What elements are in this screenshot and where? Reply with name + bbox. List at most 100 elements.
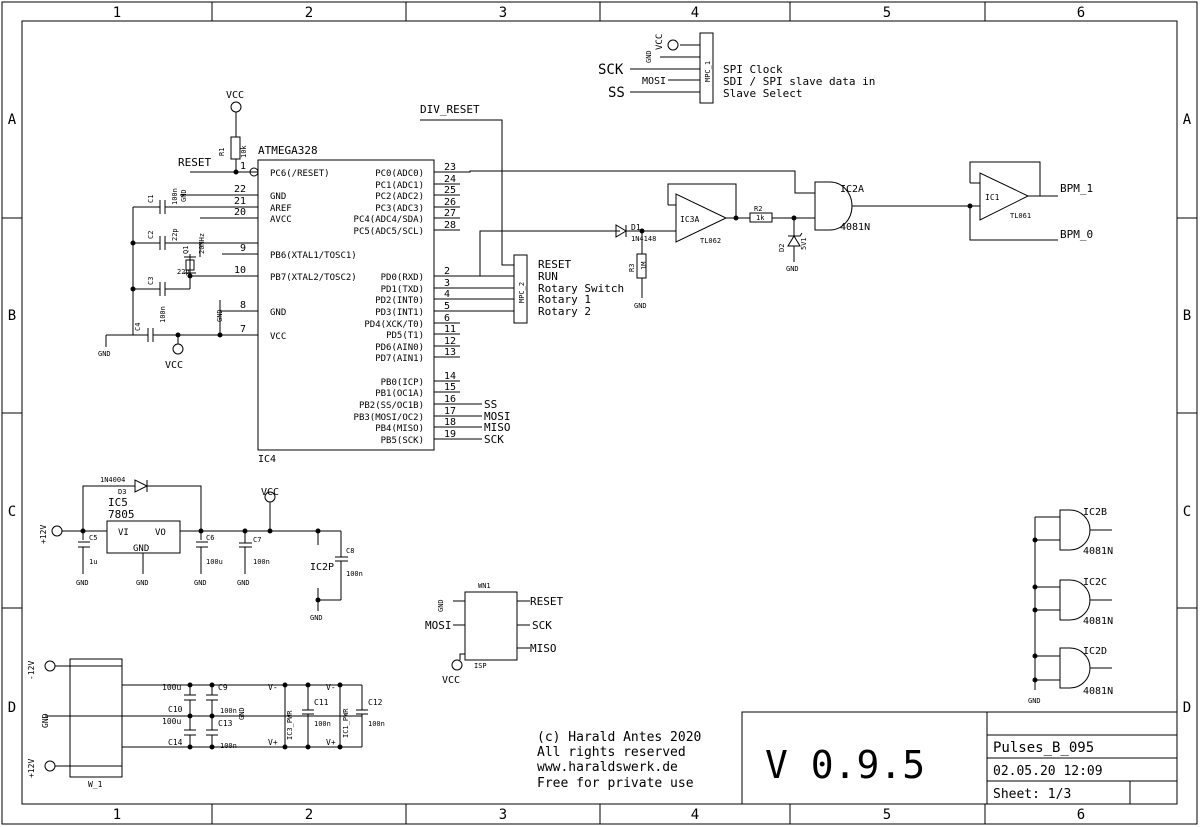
ic1pwr-ref: IC1_PWR [342,708,350,738]
col-label: 6 [1077,807,1085,823]
pin-number: 6 [444,313,450,324]
pin-number: 7 [240,324,246,335]
regulator-section [51,479,348,611]
mcu-right-pins: 23PC0(ADC0)24PC1(ADC1)25PC2(ADC2)26PC3(A… [354,162,460,446]
pin-name: PC0(ADC0) [375,169,424,179]
c5-ref: C5 [89,534,97,542]
c4-val: 100n [159,306,167,323]
col-label: 2 [305,807,313,823]
mpc2-wires [420,119,808,324]
col-label: 5 [883,807,891,823]
pin-name: PD7(AIN1) [375,354,424,364]
pin-number: 5 [444,301,450,312]
row-label: B [8,308,16,324]
title-date: 02.05.20 12:09 [993,764,1103,779]
pin-number: 17 [444,406,456,417]
version-label: V 0.9.5 [765,743,925,787]
col-label: 4 [691,807,699,823]
ic2a-val: 4081N [840,222,870,233]
col-label: 1 [113,807,121,823]
mcu-ic4: ATMEGA328 IC4 1PC6(/RESET)22GND21AREF20A… [222,144,460,465]
gnd-label: GND [237,579,250,587]
c9-ref: C9 [218,683,228,692]
isp-miso: MISO [530,642,557,655]
pin-name: PC2(ADC2) [375,192,424,202]
ic2p-ref: IC2P [310,562,334,573]
c11-ref: C11 [314,698,329,707]
reset-network [190,101,259,177]
r3-ref: R3 [628,264,636,272]
r1-ref: R1 [218,148,226,156]
vcc-label: VCC [226,90,244,101]
mpc1-header [630,32,714,104]
d2-val: 5V1 [800,237,808,250]
c10-val: 100u [162,717,181,726]
mpc1-ss: SS [608,85,625,101]
mpc1-sck: SCK [598,62,624,78]
col-label: 4 [691,5,699,21]
pin-name: PD2(INT0) [375,296,424,306]
gnd-label: GND [136,579,149,587]
gnd-label: GND [41,713,50,728]
ic2b-val: 4081N [1083,546,1113,557]
diode-d3 [134,479,149,493]
gnd-label: GND [216,309,224,322]
c5-val: 1u [89,558,97,566]
pin-number: 13 [444,347,456,358]
pin-name: PB1(OC1A) [375,389,424,399]
row-label: D [1183,700,1191,716]
r3-val: 1M [640,262,648,270]
gnd-label: GND [76,579,89,587]
plus12-label: +12V [39,525,48,544]
pin-name: PB6(XTAL1/TOSC1) [270,251,357,261]
pin-name: PD3(INT1) [375,308,424,318]
row-label: C [1183,504,1191,520]
row-label: D [8,700,16,716]
pin-name: PD0(RXD) [381,273,424,283]
pin-number: 11 [444,324,456,335]
title-block [741,711,1178,805]
c2-val: 22p [171,228,179,241]
pin-name: PB0(ICP) [381,378,424,388]
mpc2-signal: Rotary Switch [538,282,624,295]
unused-gates [1032,509,1112,690]
mpc1-ref: MPC_1 [704,61,712,82]
pin-number: 12 [444,336,456,347]
c9-val: 100n [220,707,237,715]
row-label: A [1183,112,1192,128]
connector-w1 [69,658,123,778]
opamp-ic3a [675,193,728,243]
pin-number: 2 [444,266,450,277]
power-input [44,658,368,778]
d3-ref: D3 [118,488,126,496]
pin-number: 9 [240,243,246,254]
r2-ref: R2 [754,205,762,213]
c13-ref: C13 [218,719,233,728]
w1-ref: W_1 [88,780,103,789]
row-label: C [8,504,16,520]
c10-ref: C10 [168,705,183,714]
pin-name: PC1(ADC1) [375,181,424,191]
ic5-vo: VO [155,528,166,538]
c6-val: 100u [206,558,223,566]
pin-number: 23 [444,162,456,173]
mpc1-desc: SPI Clock [723,63,783,76]
c10-val: 100u [162,683,181,692]
col-label: 5 [883,5,891,21]
vcc-symbol [230,101,242,113]
isp-sck: SCK [532,619,552,632]
vplus-label: V+ [268,738,278,747]
frame-inner [21,20,1178,805]
and-gate-ic2a [808,181,970,231]
c3-ref: C3 [147,277,155,285]
